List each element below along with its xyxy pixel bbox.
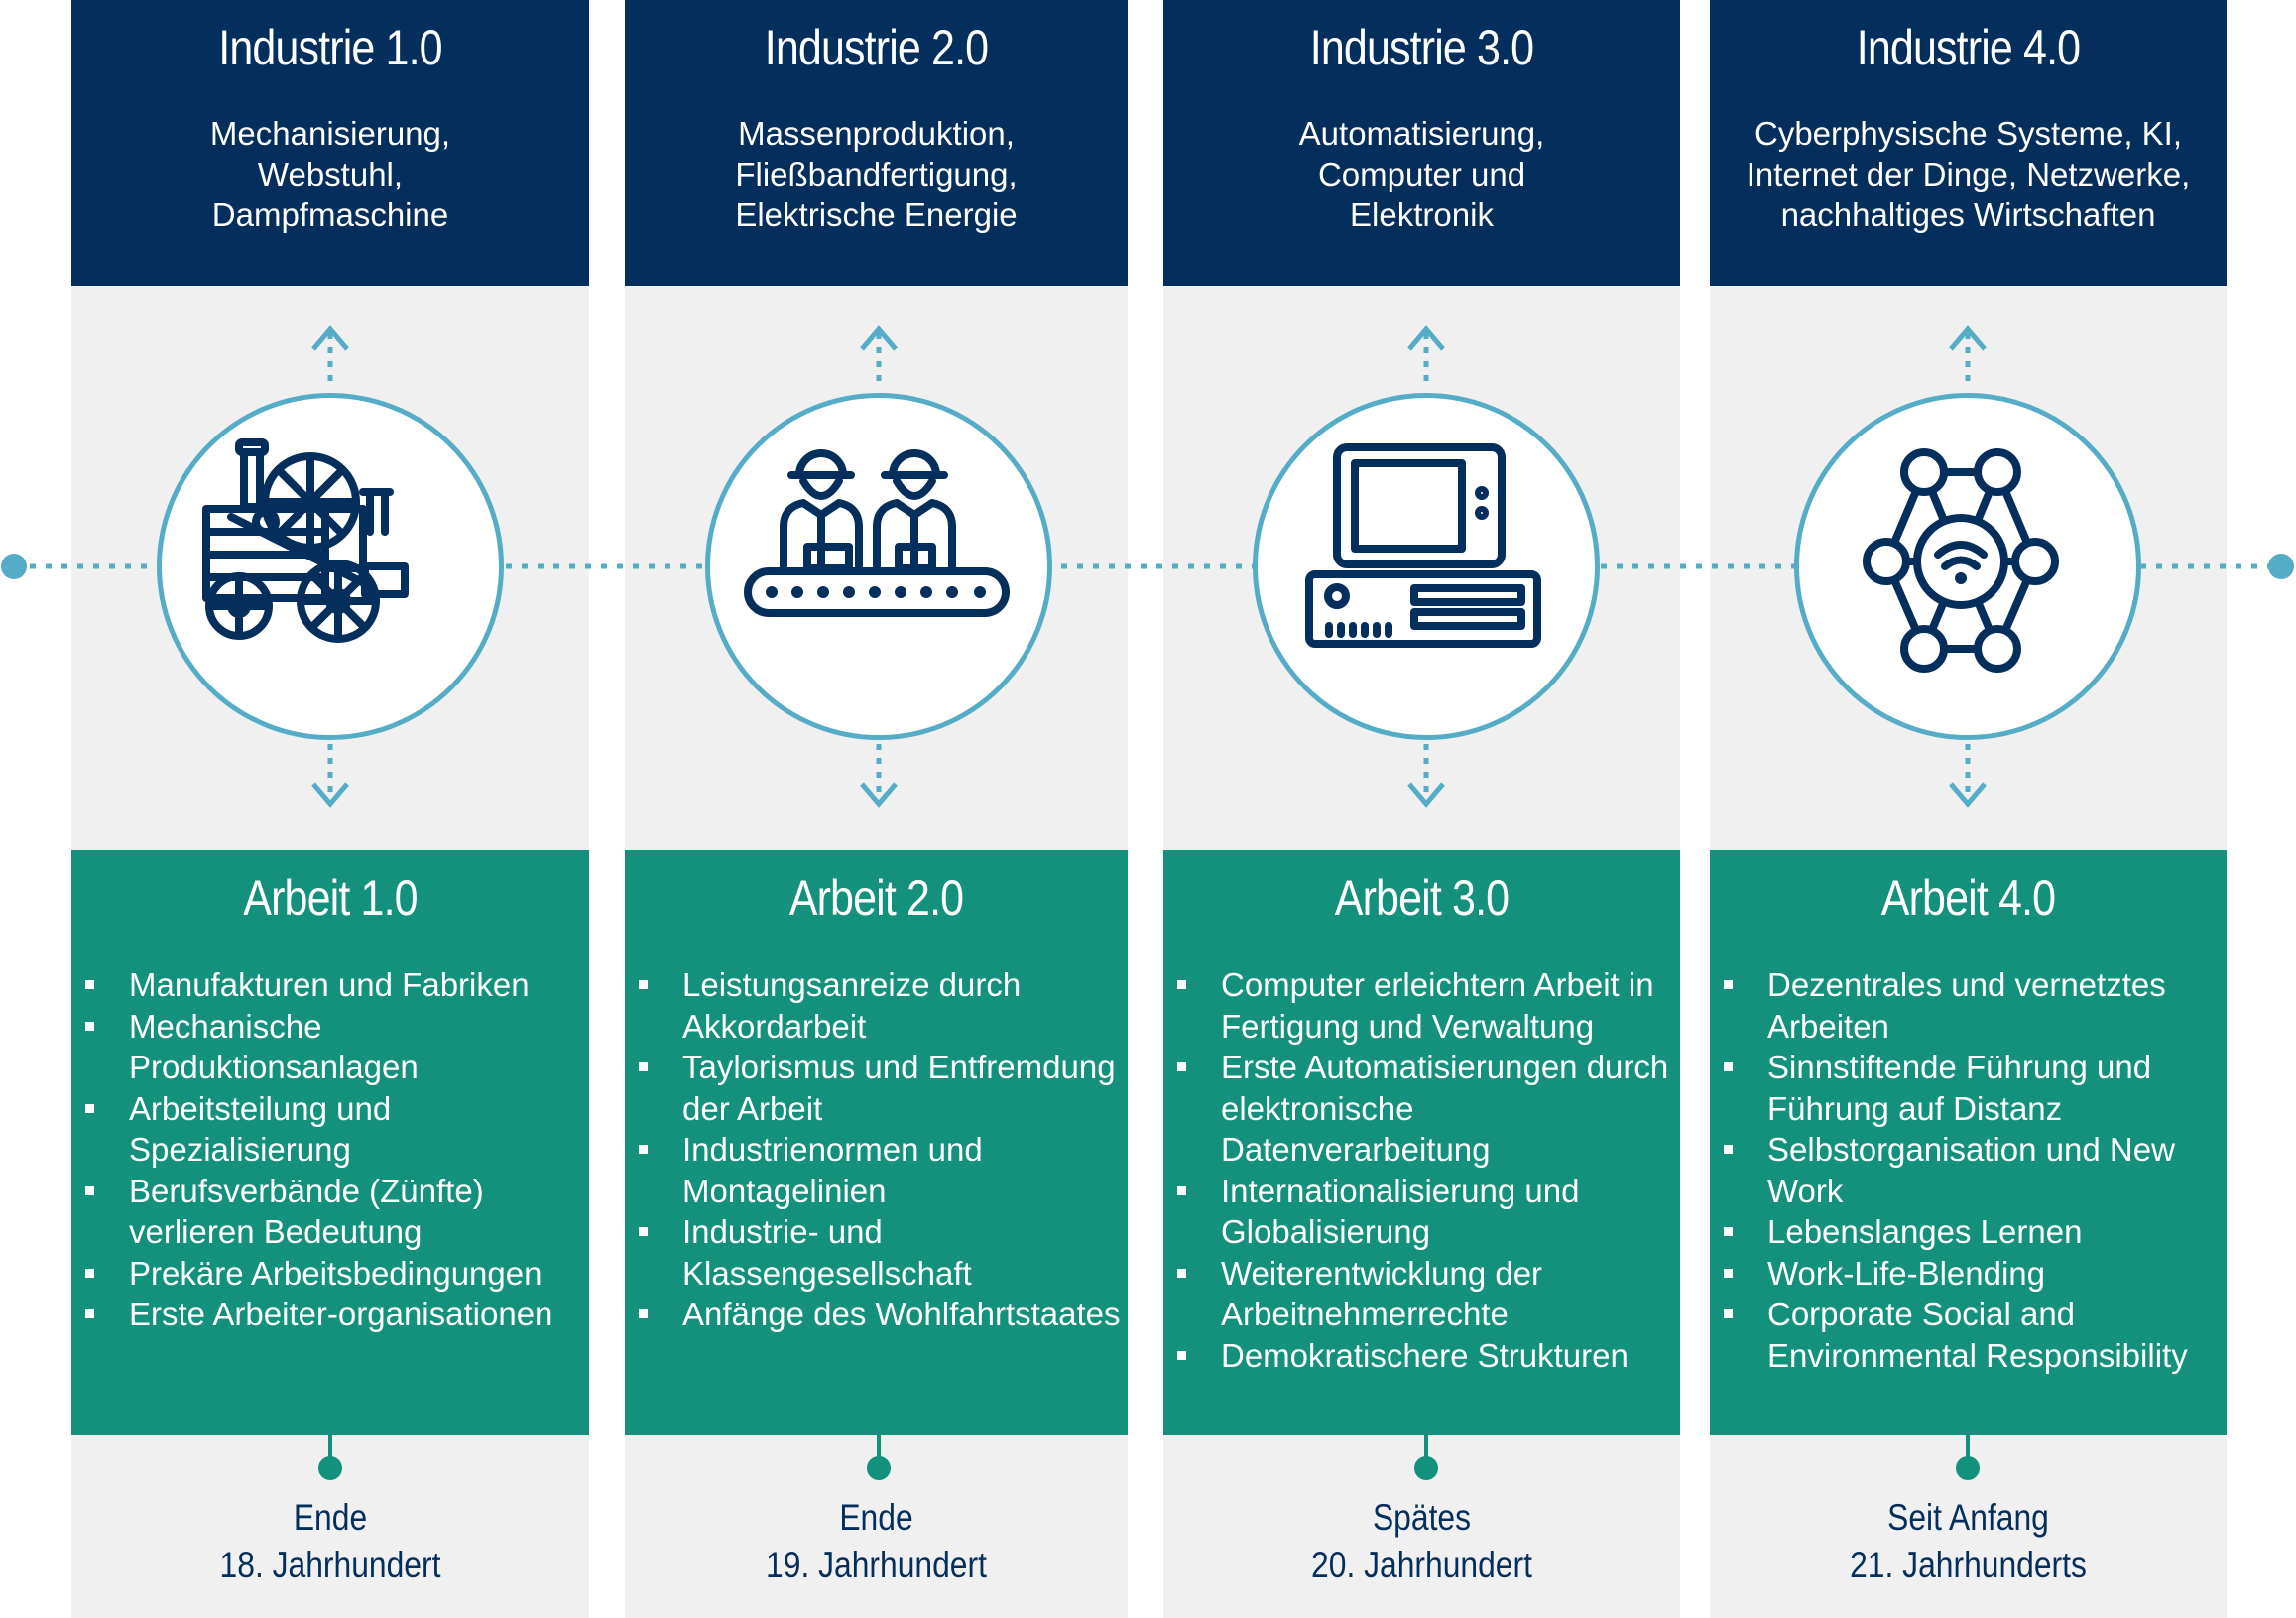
list-item: Arbeitsteilung und Spezialisierung: [85, 1088, 585, 1171]
industry-desc-line: Internet der Dinge, Netzwerke,: [1746, 156, 2191, 192]
industry-desc-line: Webstuhl,: [257, 156, 404, 192]
list-item: Berufsverbände (Zünfte) verlieren Bedeut…: [85, 1171, 585, 1253]
industry-header: Industrie 1.0 Mechanisierung, Webstuhl, …: [71, 0, 589, 286]
list-item: Dezentrales und vernetztes Arbeiten: [1724, 964, 2223, 1047]
industry-desc-line: Fließbandfertigung,: [735, 156, 1018, 192]
era-marker-2: [867, 1435, 891, 1480]
list-item: Anfänge des Wohlfahrtstaates: [639, 1294, 1124, 1335]
industry-header: Industrie 4.0 Cyberphysische Systeme, KI…: [1710, 0, 2227, 286]
industry-desc-line: Massenproduktion,: [738, 115, 1015, 152]
list-item: Sinnstiftende Führung und Führung auf Di…: [1724, 1047, 2223, 1129]
icon-circle-4: [1794, 393, 2141, 740]
list-item: Manufakturen und Fabriken: [85, 964, 585, 1006]
list-item: Work-Life-Blending: [1724, 1253, 2223, 1295]
era-label: Spätes 20. Jahrhundert: [1199, 1494, 1643, 1589]
work-box: Arbeit 4.0 Dezentrales und vernetztes Ar…: [1710, 850, 2227, 1435]
industry-desc-line: Elektronik: [1350, 196, 1494, 233]
work-title: Arbeit 3.0: [1334, 870, 1510, 926]
work-list: Dezentrales und vernetztes Arbeiten Sinn…: [1724, 964, 2223, 1376]
era-label: Seit Anfang 21. Jahrhunderts: [1746, 1494, 2190, 1589]
steam-engine-icon: [202, 438, 409, 643]
list-item: Taylorismus und Entfremdung der Arbeit: [639, 1047, 1124, 1129]
era-line: Ende: [839, 1497, 913, 1538]
list-item: Weiterentwicklung der Arbeitnehmerrechte: [1177, 1253, 1676, 1335]
list-item: Corporate Social and Environmental Respo…: [1724, 1294, 2223, 1376]
industry-desc-line: Elektrische Energie: [735, 196, 1018, 233]
list-item: Industrie- und Klassengesellschaft: [639, 1211, 1124, 1294]
work-title: Arbeit 4.0: [1880, 870, 2056, 926]
industry-description: Massenproduktion, Fließbandfertigung, El…: [625, 113, 1128, 235]
era-line: 18. Jahrhundert: [219, 1545, 441, 1585]
list-item: Prekäre Arbeitsbedingungen: [85, 1253, 585, 1295]
industry-desc-line: Mechanisierung,: [209, 115, 451, 152]
timeline-start-dot: [1, 554, 27, 579]
list-item: Mechanische Produktionsanlagen: [85, 1006, 585, 1088]
work-title: Arbeit 1.0: [243, 870, 418, 926]
list-item: Leistungsanreize durch Akkordarbeit: [639, 964, 1124, 1047]
icon-circle-1: [157, 393, 504, 740]
era-marker-3: [1414, 1435, 1438, 1480]
work-box: Arbeit 1.0 Manufakturen und Fabriken Mec…: [71, 850, 589, 1435]
industry-title: Industrie 3.0: [1309, 20, 1534, 75]
list-item: Selbstorganisation und New Work: [1724, 1129, 2223, 1211]
list-item: Erste Automatisierungen durch elektronis…: [1177, 1047, 1676, 1171]
era-marker-4: [1956, 1435, 1980, 1480]
industry-title: Industrie 2.0: [764, 20, 989, 75]
arrows-column-3: [1407, 325, 1445, 808]
list-item: Computer erleichtern Arbeit in Fertigung…: [1177, 964, 1676, 1047]
list-item: Internationalisierung und Globalisierung: [1177, 1171, 1676, 1253]
industry-description: Mechanisierung, Webstuhl, Dampfmaschine: [71, 113, 589, 235]
list-item: Industrienormen und Montagelinien: [639, 1129, 1124, 1211]
industry-title: Industrie 4.0: [1856, 20, 2081, 75]
work-box: Arbeit 3.0 Computer erleichtern Arbeit i…: [1163, 850, 1680, 1435]
era-line: 19. Jahrhundert: [766, 1545, 987, 1585]
industry-description: Cyberphysische Systeme, KI, Internet der…: [1710, 113, 2227, 235]
assembly-line-workers-icon: [744, 449, 1010, 617]
computer-icon: [1305, 443, 1541, 648]
industry-title: Industrie 1.0: [218, 20, 442, 75]
era-line: Ende: [293, 1497, 368, 1538]
list-item: Lebenslanges Lernen: [1724, 1211, 2223, 1253]
industry-desc-line: Automatisierung,: [1298, 115, 1545, 152]
work-title: Arbeit 2.0: [788, 870, 964, 926]
era-line: Seit Anfang: [1887, 1497, 2049, 1538]
industry-header: Industrie 3.0 Automatisierung, Computer …: [1163, 0, 1680, 286]
list-item: Erste Arbeiter-organisationen: [85, 1294, 585, 1335]
era-line: Spätes: [1372, 1497, 1472, 1538]
list-item: Demokratischere Strukturen: [1177, 1335, 1676, 1377]
industry-desc-line: nachhaltiges Wirtschaften: [1780, 196, 2156, 233]
work-list: Computer erleichtern Arbeit in Fertigung…: [1177, 964, 1676, 1376]
era-line: 21. Jahrhunderts: [1850, 1545, 2087, 1585]
era-marker-1: [318, 1435, 342, 1480]
era-line: 20. Jahrhundert: [1311, 1545, 1532, 1585]
era-label: Ende 19. Jahrhundert: [660, 1494, 1092, 1589]
industry-desc-line: Computer und: [1317, 156, 1526, 192]
work-list: Manufakturen und Fabriken Mechanische Pr…: [85, 964, 585, 1335]
work-list: Leistungsanreize durch Akkordarbeit Tayl…: [639, 964, 1124, 1335]
arrows-column-4: [1949, 325, 1987, 808]
icon-circle-2: [705, 393, 1052, 740]
industry-header: Industrie 2.0 Massenproduktion, Fließban…: [625, 0, 1128, 286]
arrows-column-2: [860, 325, 898, 808]
industry-description: Automatisierung, Computer und Elektronik: [1163, 113, 1680, 235]
network-hub-icon: [1863, 448, 2059, 673]
industry-desc-line: Cyberphysische Systeme, KI,: [1754, 115, 2182, 152]
timeline-end-dot: [2268, 554, 2294, 579]
column-3: Industrie 3.0 Automatisierung, Computer …: [1163, 0, 1680, 1618]
industry-desc-line: Dampfmaschine: [211, 196, 449, 233]
arrows-column-1: [311, 325, 349, 808]
icon-circle-3: [1253, 393, 1600, 740]
era-label: Ende 18. Jahrhundert: [108, 1494, 553, 1589]
work-box: Arbeit 2.0 Leistungsanreize durch Akkord…: [625, 850, 1128, 1435]
